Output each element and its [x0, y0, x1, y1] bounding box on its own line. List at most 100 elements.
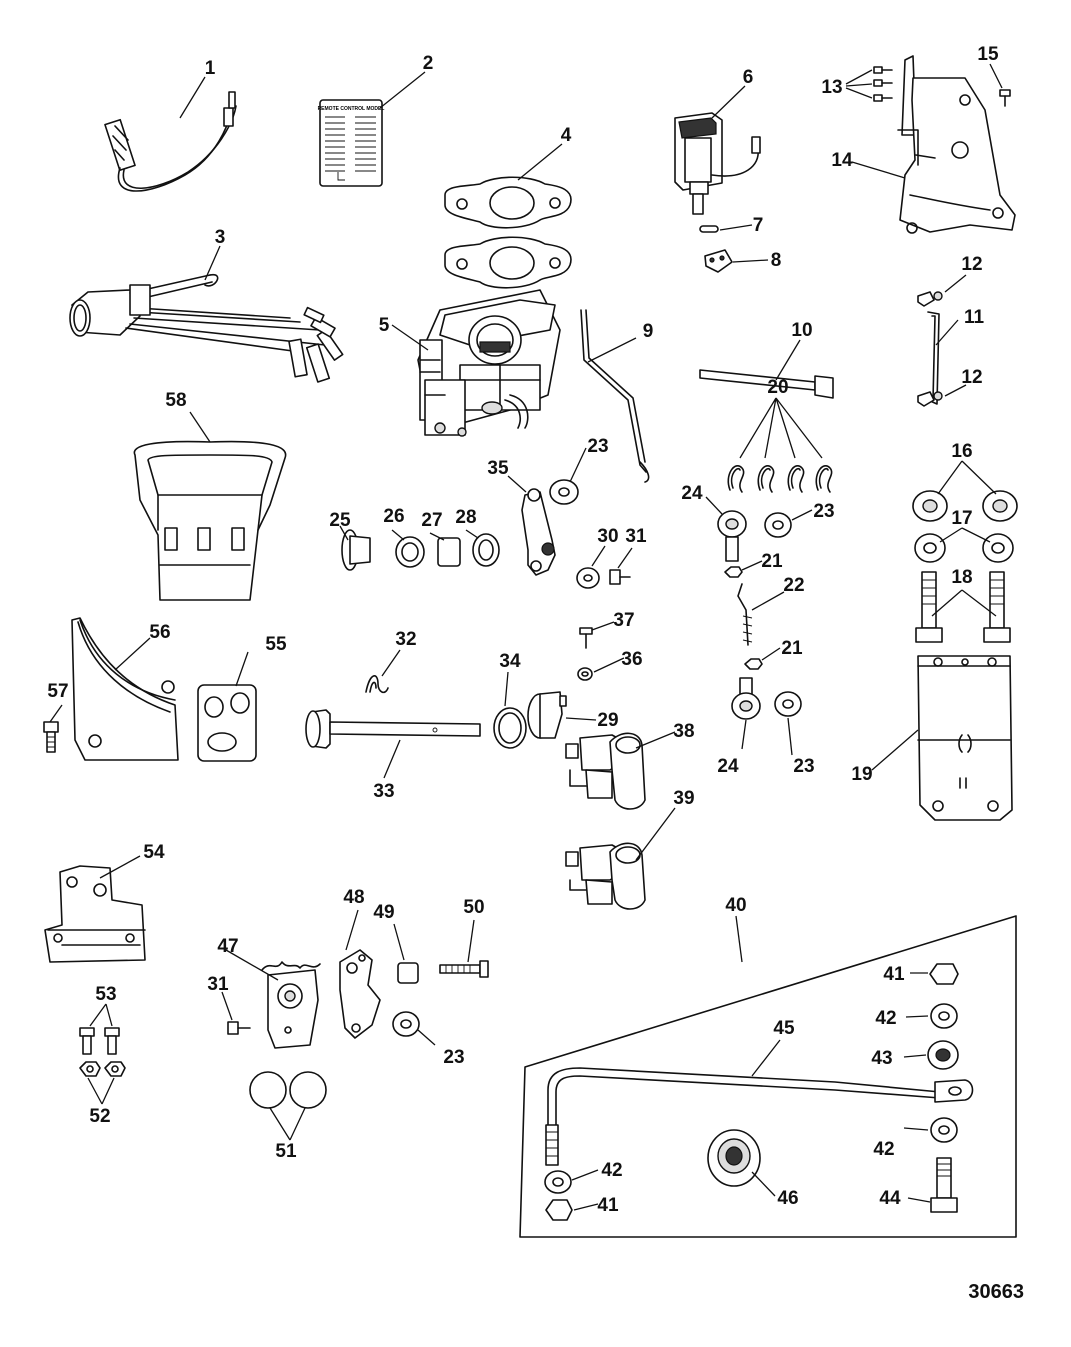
part-24-ball-joint-lower — [731, 677, 761, 720]
callout-41-upper: 41 — [883, 964, 905, 985]
callout-48: 48 — [343, 887, 364, 908]
part-53-bolts — [79, 1027, 120, 1055]
callout-56: 56 — [149, 622, 170, 643]
callout-21-upper: 21 — [761, 551, 783, 572]
part-14-bracket — [897, 55, 1016, 234]
callout-31-upper: 31 — [625, 526, 647, 547]
callout-11: 11 — [964, 307, 985, 328]
part-1-wire-harness — [104, 91, 237, 192]
callout-7: 7 — [753, 215, 764, 236]
callout-45: 45 — [773, 1018, 795, 1039]
part-47-throttle-cam — [261, 961, 321, 1049]
part-28-bushing — [472, 533, 500, 567]
callout-22: 22 — [783, 575, 804, 596]
callout-23-a: 23 — [587, 436, 608, 457]
part-52-nuts — [79, 1061, 126, 1077]
callout-53: 53 — [95, 984, 116, 1005]
callout-40: 40 — [725, 895, 746, 916]
callout-10: 10 — [791, 320, 812, 341]
callout-14: 14 — [831, 150, 853, 171]
part-51-plugs — [249, 1071, 327, 1109]
part-56-bracket — [71, 617, 179, 761]
part-2-decal: REMOTE CONTROL MODEL — [318, 99, 385, 187]
callout-27: 27 — [421, 510, 442, 531]
callout-42-a: 42 — [875, 1008, 896, 1029]
part-17-washers — [914, 533, 1014, 563]
part-33-shaft — [305, 709, 481, 749]
callout-50: 50 — [463, 897, 484, 918]
callout-43: 43 — [871, 1048, 892, 1069]
part-29-switch — [527, 691, 567, 739]
part-20-clips — [727, 465, 833, 493]
part-50-bolt — [439, 960, 489, 978]
callout-31-lower: 31 — [207, 974, 229, 995]
part-12-clip-upper — [917, 291, 943, 307]
callout-23-d: 23 — [443, 1047, 464, 1068]
part-40-kit-panel — [519, 915, 1017, 1238]
part-26-bushing — [395, 536, 425, 568]
callout-18: 18 — [951, 567, 972, 588]
callout-32: 32 — [395, 629, 416, 650]
part-44-bolt — [930, 1157, 958, 1213]
part-12-clip-lower — [917, 391, 943, 407]
callout-13: 13 — [821, 77, 842, 98]
callout-42-b: 42 — [873, 1139, 894, 1160]
part-27-bushing — [437, 537, 461, 567]
part-24-ball-joint-upper — [717, 510, 747, 562]
part-8-clip — [704, 249, 733, 273]
drawing-number: 30663 — [968, 1281, 1024, 1303]
part-11-rod — [927, 311, 940, 405]
callout-19: 19 — [851, 764, 872, 785]
callout-25: 25 — [329, 510, 351, 531]
callout-58: 58 — [165, 390, 186, 411]
callout-8: 8 — [771, 250, 782, 271]
part-4-gaskets — [444, 176, 572, 289]
decal-title: REMOTE CONTROL MODEL — [318, 106, 385, 112]
part-22-rod — [737, 583, 753, 646]
part-25-cap — [341, 529, 371, 571]
part-3-harness-plug — [69, 273, 344, 383]
part-58-handle — [133, 440, 287, 601]
callout-54: 54 — [143, 842, 165, 863]
callout-42-c: 42 — [601, 1160, 622, 1181]
part-45-link-rod — [545, 1067, 974, 1166]
callout-41-lower: 41 — [597, 1195, 619, 1216]
part-23-washers — [392, 479, 802, 1037]
part-46-grommet — [707, 1129, 761, 1187]
callout-12-lower: 12 — [961, 367, 982, 388]
part-21-nut-upper — [724, 566, 743, 578]
callout-30: 30 — [597, 526, 618, 547]
callout-28: 28 — [455, 507, 476, 528]
callout-29: 29 — [597, 710, 618, 731]
part-41-nuts — [545, 963, 959, 1221]
callout-labels: 1 2 3 4 5 6 7 8 9 10 11 12 12 13 14 15 1… — [47, 44, 999, 1216]
callout-46: 46 — [777, 1188, 798, 1209]
part-34-o-ring — [493, 707, 527, 749]
part-30-washer — [576, 567, 600, 589]
callout-21-lower: 21 — [781, 638, 803, 659]
callout-1: 1 — [205, 58, 216, 79]
callout-4: 4 — [561, 125, 572, 146]
callout-3: 3 — [215, 227, 226, 248]
part-6-solenoid — [674, 112, 761, 215]
part-57-bolt — [43, 721, 59, 753]
part-42-washers — [544, 1003, 958, 1194]
callout-24-lower: 24 — [717, 756, 739, 777]
part-43-bushing — [927, 1040, 959, 1070]
part-49-spacer — [397, 962, 419, 984]
callout-17: 17 — [951, 508, 972, 529]
part-55-grommet — [197, 684, 257, 762]
callout-52: 52 — [89, 1106, 110, 1127]
part-31-bolt-lower — [227, 1021, 251, 1035]
part-54-bracket — [44, 865, 146, 963]
part-7-pin — [699, 225, 719, 233]
callout-2: 2 — [423, 53, 434, 74]
part-5-carburetor — [417, 289, 561, 437]
part-38-switch — [565, 732, 646, 810]
part-39-switch — [565, 842, 646, 910]
callout-23-c: 23 — [793, 756, 814, 777]
callout-44: 44 — [879, 1188, 901, 1209]
callout-47: 47 — [217, 936, 238, 957]
callout-57: 57 — [47, 681, 68, 702]
